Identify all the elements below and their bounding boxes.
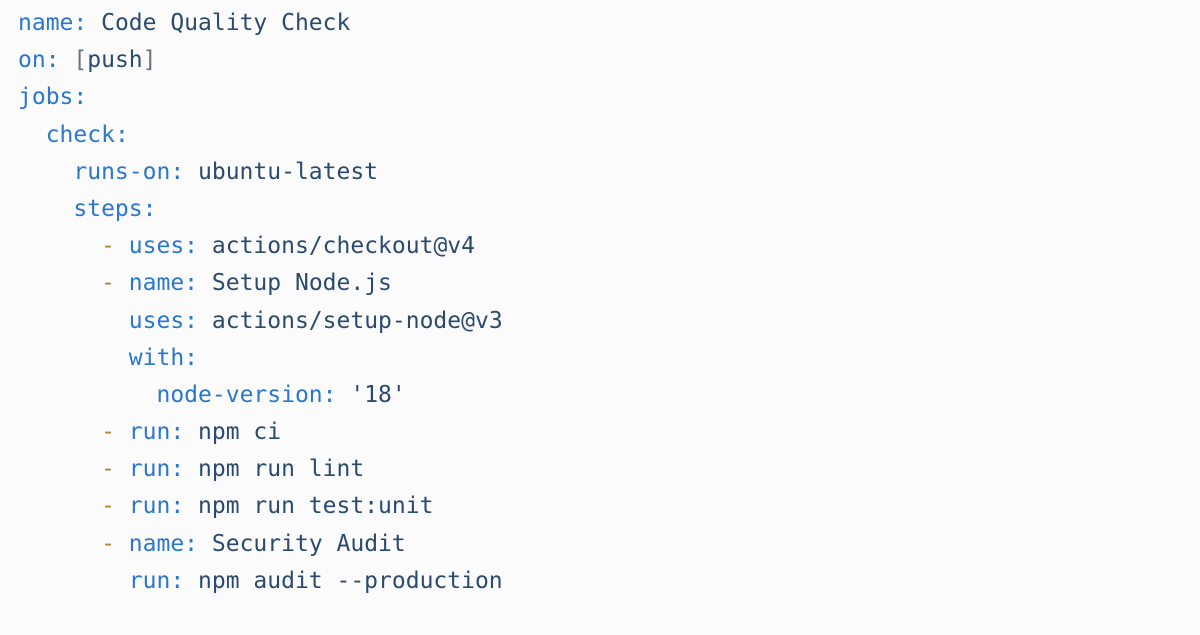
- code-line: - name: Security Audit: [18, 526, 1200, 563]
- code-token-plain: [18, 382, 156, 408]
- code-token-plain: [18, 308, 129, 334]
- code-token-dash: -: [101, 270, 129, 297]
- code-line: run: npm audit --production: [18, 563, 1200, 600]
- code-token-plain: [18, 196, 73, 222]
- code-token-key: run:: [128, 567, 185, 594]
- code-line: steps:: [18, 191, 1200, 228]
- code-token-dash: -: [101, 493, 129, 520]
- code-line: with:: [18, 340, 1200, 377]
- code-token-dash: -: [101, 530, 129, 557]
- code-token-key: on:: [18, 47, 60, 74]
- code-line: name: Code Quality Check: [18, 5, 1200, 42]
- code-token-plain: [18, 493, 101, 519]
- code-line: uses: actions/setup-node@v3: [18, 303, 1200, 340]
- code-token-key: name:: [18, 10, 88, 36]
- code-token-value: npm ci: [184, 419, 282, 446]
- code-token-plain: [18, 122, 46, 148]
- code-line: jobs:: [18, 79, 1200, 116]
- code-token-key: name:: [128, 270, 199, 297]
- code-token-dash: -: [101, 419, 129, 446]
- code-line: node-version: '18': [18, 377, 1200, 414]
- code-token-key: check:: [45, 121, 129, 148]
- code-token-plain: [18, 568, 129, 594]
- code-token-dash: -: [101, 233, 129, 260]
- code-token-dash: -: [101, 456, 129, 483]
- code-token-value: '18': [336, 381, 406, 408]
- code-token-plain: [18, 270, 101, 296]
- code-line: - name: Setup Node.js: [18, 265, 1200, 302]
- code-token-plain: [18, 456, 101, 482]
- code-token-key: name:: [128, 530, 199, 557]
- code-line: on: [push]: [18, 42, 1200, 79]
- code-line: - run: npm run lint: [18, 451, 1200, 488]
- code-token-key: node-version:: [156, 381, 337, 408]
- code-token-plain: [60, 47, 74, 73]
- code-token-plain: [18, 159, 73, 185]
- code-token-plain: [18, 531, 101, 557]
- code-token-punct: ]: [142, 47, 157, 74]
- code-line: - run: npm ci: [18, 414, 1200, 451]
- code-token-key: runs-on:: [73, 158, 185, 185]
- code-token-value: ubuntu-latest: [184, 158, 379, 185]
- code-token-plain: [18, 419, 101, 445]
- code-line: runs-on: ubuntu-latest: [18, 154, 1200, 191]
- code-token-punct: [: [73, 47, 88, 74]
- code-token-value: actions/setup-node@v3: [198, 307, 503, 334]
- code-token-value: npm audit --production: [184, 567, 503, 594]
- code-token-value: npm run lint: [184, 456, 365, 483]
- code-token-key: jobs:: [18, 84, 88, 111]
- code-token-key: run:: [128, 419, 185, 446]
- code-token-key: run:: [128, 456, 185, 483]
- code-token-value: Code Quality Check: [87, 10, 351, 36]
- code-token-value: push: [87, 47, 143, 74]
- code-line: - uses: actions/checkout@v4: [18, 228, 1200, 265]
- code-token-key: with:: [128, 344, 199, 371]
- code-token-key: uses:: [128, 233, 199, 260]
- code-token-plain: [18, 345, 129, 371]
- code-token-value: npm run test:unit: [184, 493, 434, 520]
- code-token-value: actions/checkout@v4: [198, 233, 475, 260]
- code-line: check:: [18, 117, 1200, 154]
- code-token-key: steps:: [73, 195, 157, 222]
- code-token-plain: [18, 233, 101, 259]
- code-token-key: uses:: [128, 307, 199, 334]
- code-token-key: run:: [128, 493, 185, 520]
- code-token-value: Security Audit: [198, 530, 406, 557]
- code-line: - run: npm run test:unit: [18, 488, 1200, 525]
- code-token-value: Setup Node.js: [198, 270, 392, 297]
